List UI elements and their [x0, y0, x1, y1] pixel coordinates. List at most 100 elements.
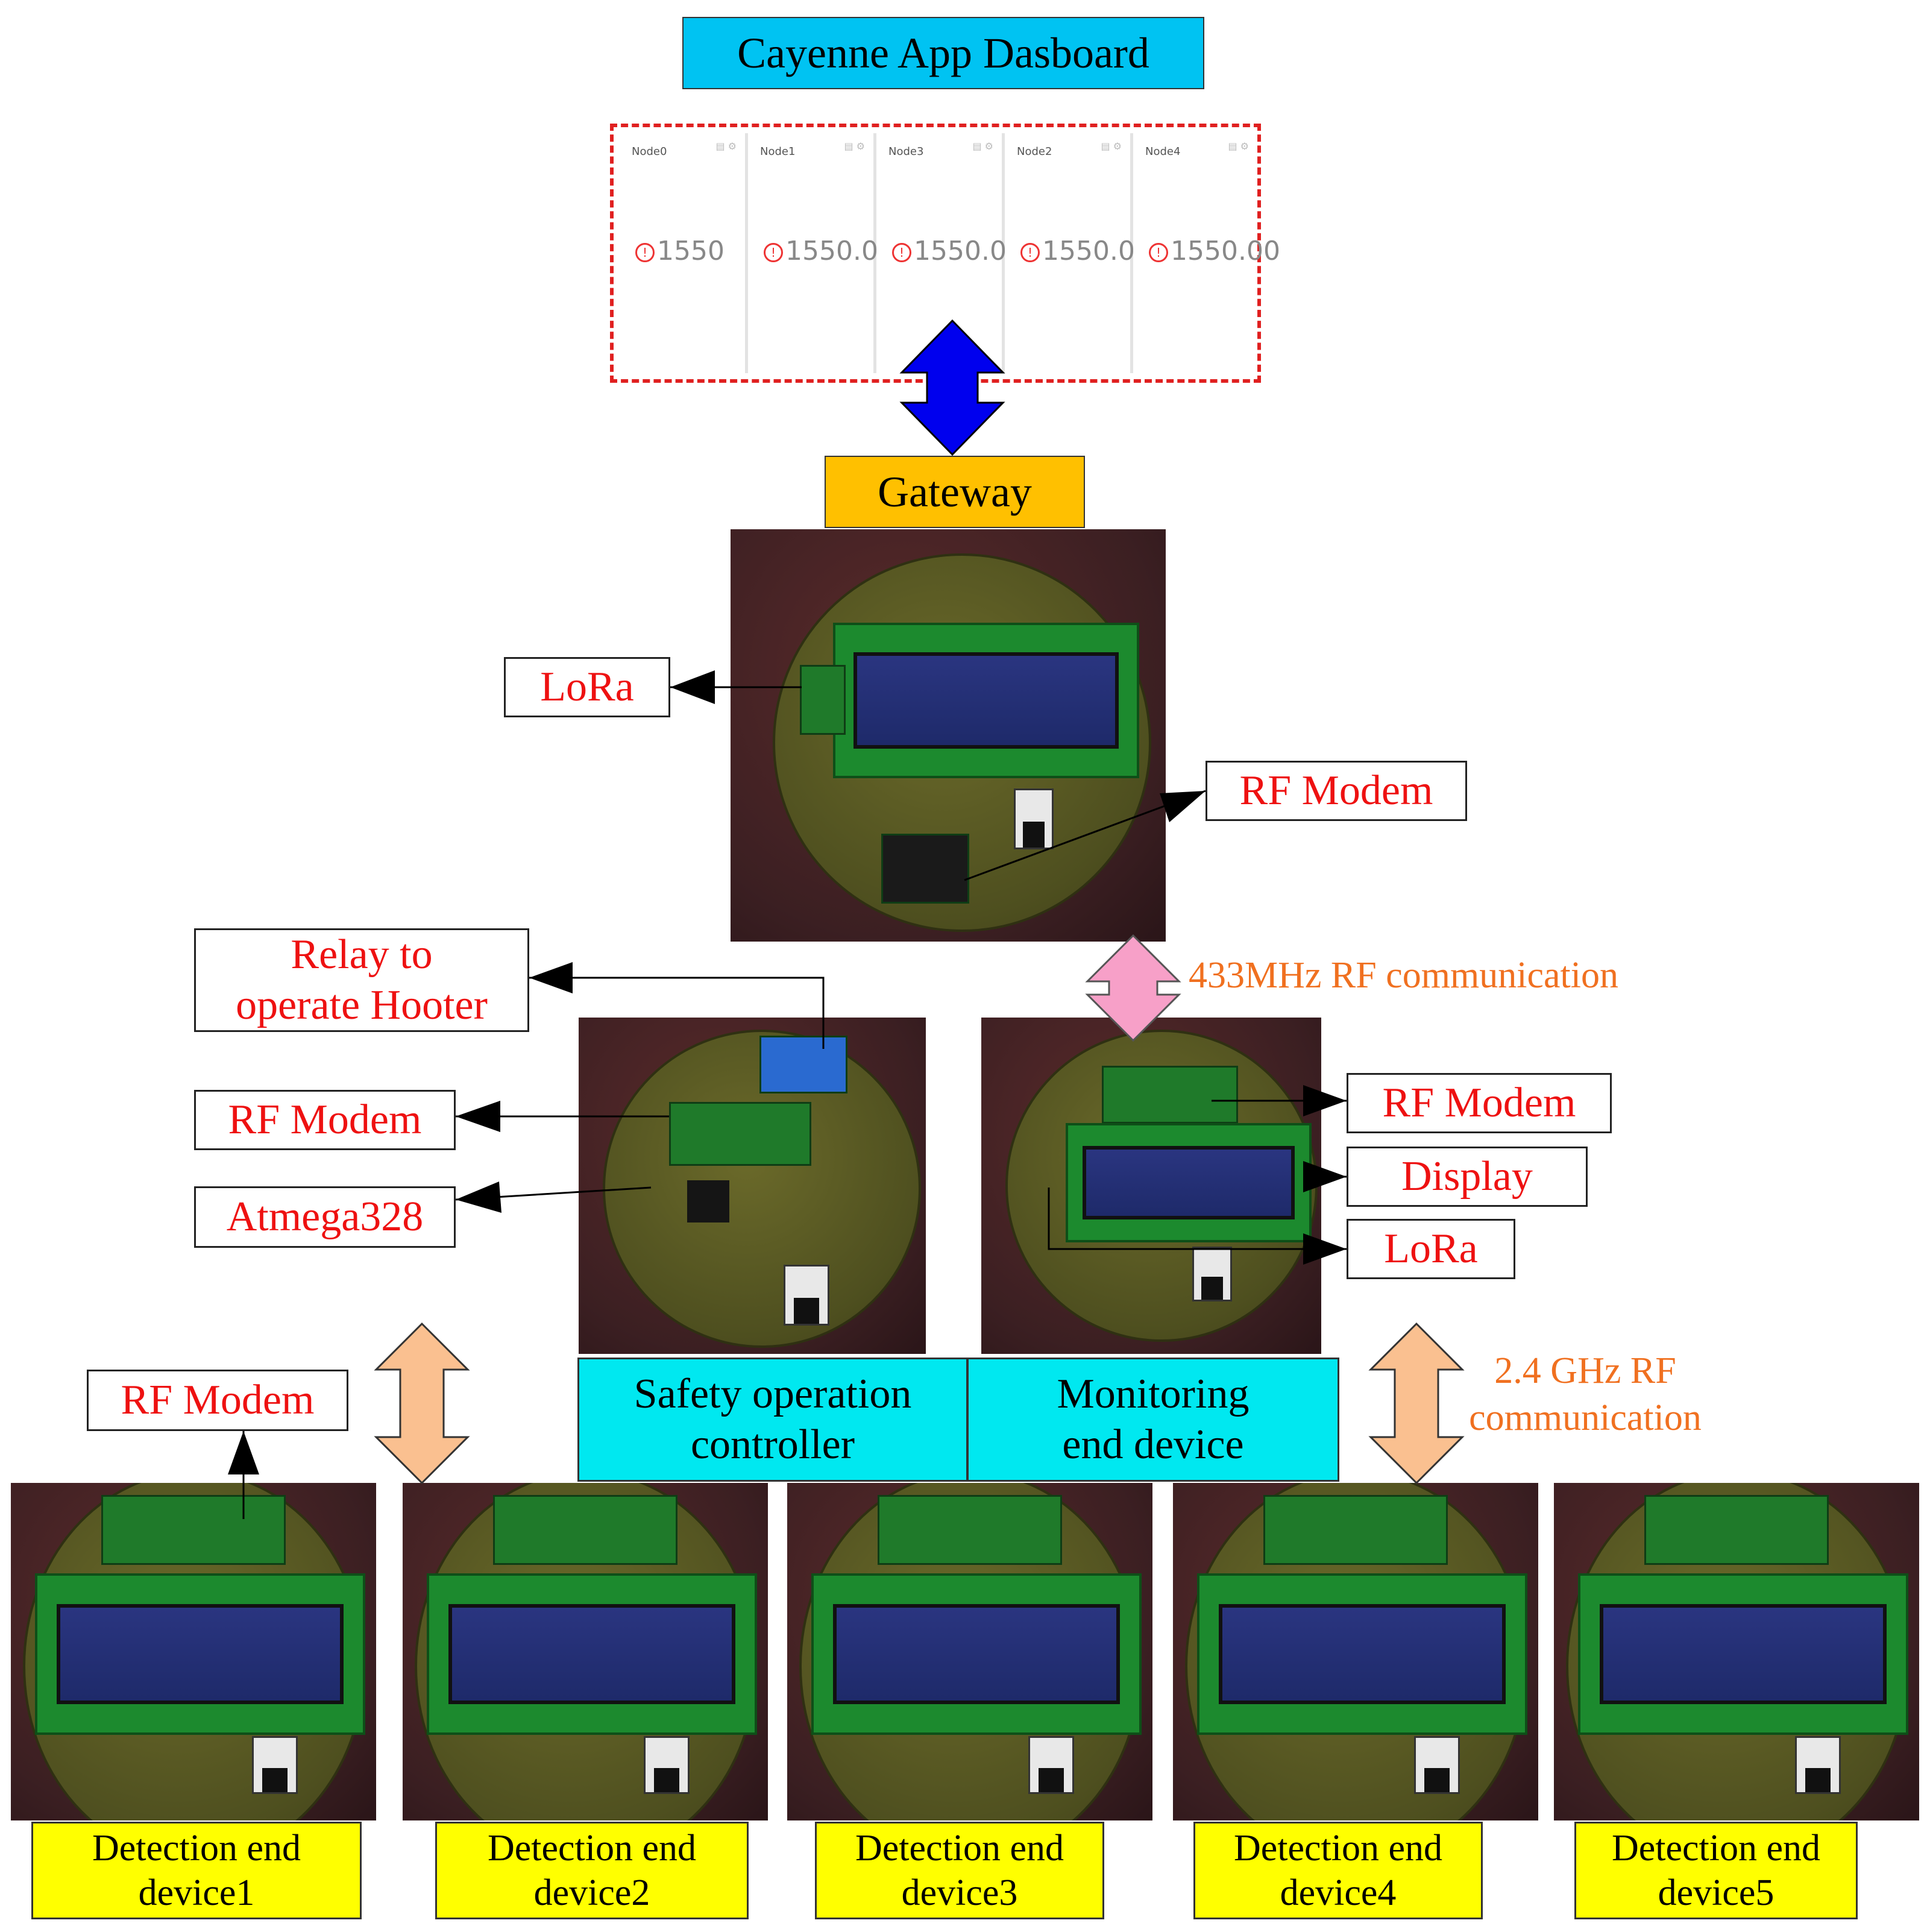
rf-modem-module [1263, 1495, 1448, 1565]
relay-label-line1: Relay to [291, 931, 433, 978]
panel-settings-icon[interactable]: ▤ ⚙ [972, 140, 993, 152]
detection-label-line2: device4 [1280, 1872, 1397, 1913]
detection-device-label: Detection end device1 [31, 1822, 362, 1919]
lcd-display [35, 1573, 365, 1735]
detection-label-line2: device3 [901, 1872, 1018, 1913]
voltage-regulator [1414, 1736, 1460, 1794]
gateway-rf-modem-label: RF Modem [1206, 761, 1467, 821]
lora-module [800, 665, 846, 735]
voltage-regulator [252, 1736, 298, 1794]
blue-double-arrow [899, 319, 1005, 456]
detection-device-board-photo [787, 1483, 1152, 1820]
gateway-title: Gateway [825, 456, 1085, 528]
dashboard-title: Cayenne App Dasboard [682, 17, 1204, 89]
detection-device-board-photo [403, 1483, 768, 1820]
voltage-regulator [1795, 1736, 1841, 1794]
detection-device-label: Detection end device4 [1193, 1822, 1483, 1919]
panel-node-name: Node2 [1017, 145, 1052, 158]
alert-icon: ! [1020, 243, 1040, 262]
link-2-4ghz-line2: communication [1469, 1397, 1702, 1438]
voltage-regulator [784, 1265, 829, 1326]
detection-label-line2: device5 [1658, 1872, 1775, 1913]
monitoring-lora-label: LoRa [1347, 1219, 1515, 1279]
rf-modem-module [669, 1102, 811, 1166]
rf-modem-module [493, 1495, 677, 1565]
detection-label-line1: Detection end [487, 1827, 697, 1869]
lcd-display [1066, 1123, 1312, 1242]
pink-double-arrow [1085, 934, 1181, 1042]
link-433mhz-label: 433MHz RF communication [1189, 955, 1618, 996]
detection-device-board-photo [1554, 1483, 1919, 1820]
detection-device-label: Detection end device5 [1574, 1822, 1858, 1919]
arrowhead [228, 1431, 259, 1474]
arrowhead [456, 1101, 500, 1132]
detection-label-line2: device2 [533, 1872, 650, 1913]
relay-label: Relay to operate Hooter [194, 928, 529, 1032]
lcd-display [811, 1573, 1142, 1735]
atmega328-chip [687, 1180, 729, 1222]
dashboard-panel[interactable]: Node4 ▤ ⚙ !1550.00 [1133, 133, 1280, 373]
panel-node-name: Node3 [888, 145, 924, 158]
panel-settings-icon[interactable]: ▤ ⚙ [1228, 140, 1249, 152]
voltage-regulator [1192, 1247, 1232, 1301]
rf-modem-module [1644, 1495, 1829, 1565]
arrowhead [529, 962, 573, 993]
detection-device-label: Detection end device3 [815, 1822, 1104, 1919]
monitoring-lora-pointer [1048, 1188, 1347, 1250]
rf-modem-module [1102, 1066, 1238, 1124]
safety-rf-modem-label: RF Modem [194, 1090, 456, 1150]
detection-label-line2: device1 [138, 1872, 255, 1913]
lcd-display [427, 1573, 757, 1735]
panel-settings-icon[interactable]: ▤ ⚙ [1101, 140, 1122, 152]
rf-modem-module [101, 1495, 286, 1565]
atmega328-label: Atmega328 [194, 1186, 456, 1248]
detection-device-label: Detection end device2 [435, 1822, 749, 1919]
rf-modem-module [881, 834, 969, 904]
arrowhead [456, 1182, 501, 1213]
safety-controller-board-photo [579, 1018, 926, 1354]
peach-double-arrow-right [1368, 1322, 1465, 1485]
detection-device-board-photo [11, 1483, 376, 1820]
lcd-display [1578, 1573, 1908, 1735]
monitoring-rf-modem-label: RF Modem [1347, 1073, 1612, 1133]
relay-module [759, 1036, 847, 1093]
arrowhead [1303, 1085, 1347, 1116]
detection-label-line1: Detection end [1611, 1827, 1821, 1869]
link-2-4ghz-label: 2.4 GHz RF communication [1447, 1348, 1724, 1441]
relay-label-line2: operate Hooter [236, 982, 488, 1028]
gateway-lora-label: LoRa [504, 657, 670, 717]
lcd-display [833, 623, 1139, 778]
detection-label-line1: Detection end [92, 1827, 301, 1869]
gateway-board-photo [731, 529, 1166, 942]
arrowhead [1160, 791, 1206, 822]
rf-modem-module [878, 1495, 1062, 1565]
safety-title-line1: Safety operation [633, 1371, 912, 1417]
panel-settings-icon[interactable]: ▤ ⚙ [715, 140, 737, 152]
detection-label-line1: Detection end [1233, 1827, 1443, 1869]
relay-pointer [529, 977, 825, 1049]
monitoring-display-label: Display [1347, 1147, 1588, 1207]
monitoring-device-title: Monitoring end device [967, 1358, 1339, 1482]
panel-node-name: Node0 [632, 145, 667, 158]
arrowhead [670, 670, 715, 704]
arrowhead [1303, 1233, 1347, 1265]
peach-double-arrow-left [374, 1322, 470, 1485]
voltage-regulator [644, 1736, 690, 1794]
detection-rf-modem-label: RF Modem [87, 1370, 348, 1431]
panel-settings-icon[interactable]: ▤ ⚙ [844, 140, 865, 152]
panel-node-name: Node1 [760, 145, 796, 158]
alert-icon: ! [635, 243, 655, 262]
detection-device-board-photo [1173, 1483, 1538, 1820]
arrowhead [1303, 1161, 1347, 1192]
panel-value: !1550.00 [1149, 236, 1280, 266]
monitoring-device-board-photo [981, 1018, 1321, 1354]
dashboard-panel[interactable]: Node0 ▤ ⚙ !1550 [620, 133, 748, 373]
safety-title-line2: controller [690, 1421, 855, 1468]
voltage-regulator [1014, 788, 1054, 849]
alert-icon: ! [892, 243, 911, 262]
dashboard-panel[interactable]: Node1 ▤ ⚙ !1550.00 [748, 133, 895, 373]
alert-icon: ! [764, 243, 783, 262]
panel-value: !1550 [635, 236, 725, 266]
panel-node-name: Node4 [1145, 145, 1181, 158]
